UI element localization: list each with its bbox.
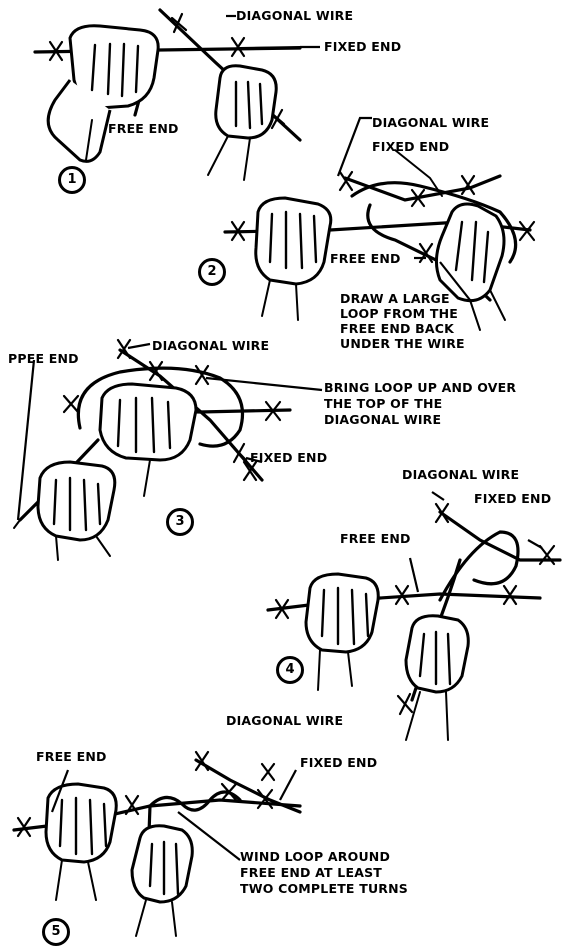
step-3-diagonal-wire-label: DIAGONAL WIRE [152,339,269,353]
step-2-note-line-2: LOOP FROM THE [340,307,458,321]
step-1-free-end-label: FREE END [108,122,179,136]
step-5-note-line-1: WIND LOOP AROUND [240,850,390,864]
step-3-note-line-1: BRING LOOP UP AND OVER [324,381,516,395]
step-5-note-line-2: FREE END AT LEAST [240,866,382,880]
step-1-number: 1 [58,166,86,194]
step-1-figure [35,10,320,180]
step-1-diagonal-wire-label: DIAGONAL WIRE [236,9,353,23]
step-5-figure [14,752,300,936]
step-2-number: 2 [198,258,226,286]
step-2-fixed-end-label: FIXED END [372,140,449,154]
step-2-note-line-3: FREE END BACK [340,322,454,336]
step-2-note-line-1: DRAW A LARGE [340,292,450,306]
step-5-number: 5 [42,918,70,946]
step-5-diagonal-wire-label: DIAGONAL WIRE [226,714,343,728]
step-5-fixed-end-label: FIXED END [300,756,377,770]
step-4-figure [268,492,560,740]
step-3-free-end-label: PPEE END [8,352,79,366]
step-4-diagonal-wire-label: DIAGONAL WIRE [402,468,519,482]
step-4-number: 4 [276,656,304,684]
step-5-free-end-label: FREE END [36,750,107,764]
step-4-fixed-end-label: FIXED END [474,492,551,506]
step-2-free-end-label: FREE END [330,252,401,266]
step-2-diagonal-wire-label: DIAGONAL WIRE [372,116,489,130]
step-3-note-line-2: THE TOP OF THE [324,397,442,411]
step-4-free-end-label: FREE END [340,532,411,546]
step-3-number: 3 [166,508,194,536]
step-3-note-line-3: DIAGONAL WIRE [324,413,441,427]
step-1-fixed-end-label: FIXED END [324,40,401,54]
step-5-note-line-3: TWO COMPLETE TURNS [240,882,408,896]
step-3-fixed-end-label: FIXED END [250,451,327,465]
step-2-note-line-4: UNDER THE WIRE [340,337,465,351]
